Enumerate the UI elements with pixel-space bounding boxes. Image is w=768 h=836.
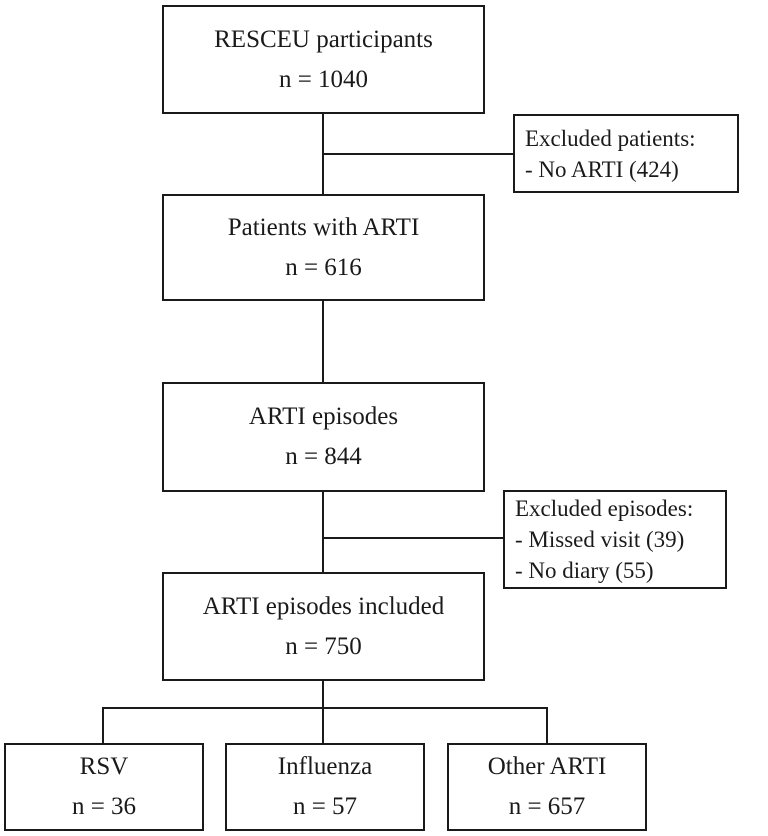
connector-branch-influenza (322, 707, 324, 744)
connector-branch-rsv (102, 707, 104, 744)
excluded-patients-item: - No ARTI (424) (525, 156, 679, 182)
influenza-title: Influenza (277, 753, 373, 780)
patients-with-arti-box: Patients with ARTI n = 616 (162, 194, 485, 301)
influenza-count: n = 57 (292, 793, 358, 820)
excluded-episodes-item: - Missed visit (39) (515, 527, 685, 552)
arti-episodes-title: ARTI episodes (248, 403, 399, 430)
connector-branch-other (546, 707, 548, 744)
connector-patients-to-episodes (322, 300, 324, 382)
excluded-episodes-title: Excluded episodes: (515, 496, 694, 521)
influenza-box: Influenza n = 57 (225, 743, 425, 831)
rsv-title: RSV (79, 753, 129, 780)
other-arti-count: n = 657 (508, 793, 586, 820)
patients-with-arti-count: n = 616 (285, 253, 362, 281)
arti-included-title: ARTI episodes included (202, 592, 445, 620)
connector-branch-bar (102, 707, 548, 709)
other-arti-box: Other ARTI n = 657 (447, 743, 647, 831)
rsv-count: n = 36 (71, 793, 137, 820)
arti-episodes-count: n = 844 (285, 443, 362, 470)
rsv-box: RSV n = 36 (4, 743, 204, 831)
excluded-episodes-item: - No diary (55) (515, 558, 654, 583)
arti-included-box: ARTI episodes included n = 750 (162, 572, 485, 681)
connector-episodes-to-included (322, 491, 324, 573)
participants-count: n = 1040 (278, 65, 369, 93)
excluded-episodes-box: Excluded episodes: - Missed visit (39) -… (503, 490, 727, 589)
connector-exclusion-patients (323, 153, 513, 155)
participants-box: RESCEU participants n = 1040 (162, 5, 485, 114)
arti-episodes-box: ARTI episodes n = 844 (162, 382, 485, 492)
connector-exclusion-episodes (323, 537, 503, 539)
connector-included-to-branch (322, 680, 324, 708)
patients-with-arti-title: Patients with ARTI (227, 213, 420, 241)
participants-title: RESCEU participants (214, 25, 433, 53)
arti-included-count: n = 750 (285, 632, 362, 660)
excluded-patients-title: Excluded patients: (525, 125, 696, 151)
excluded-patients-box: Excluded patients: - No ARTI (424) (513, 114, 739, 193)
other-arti-title: Other ARTI (487, 753, 607, 780)
